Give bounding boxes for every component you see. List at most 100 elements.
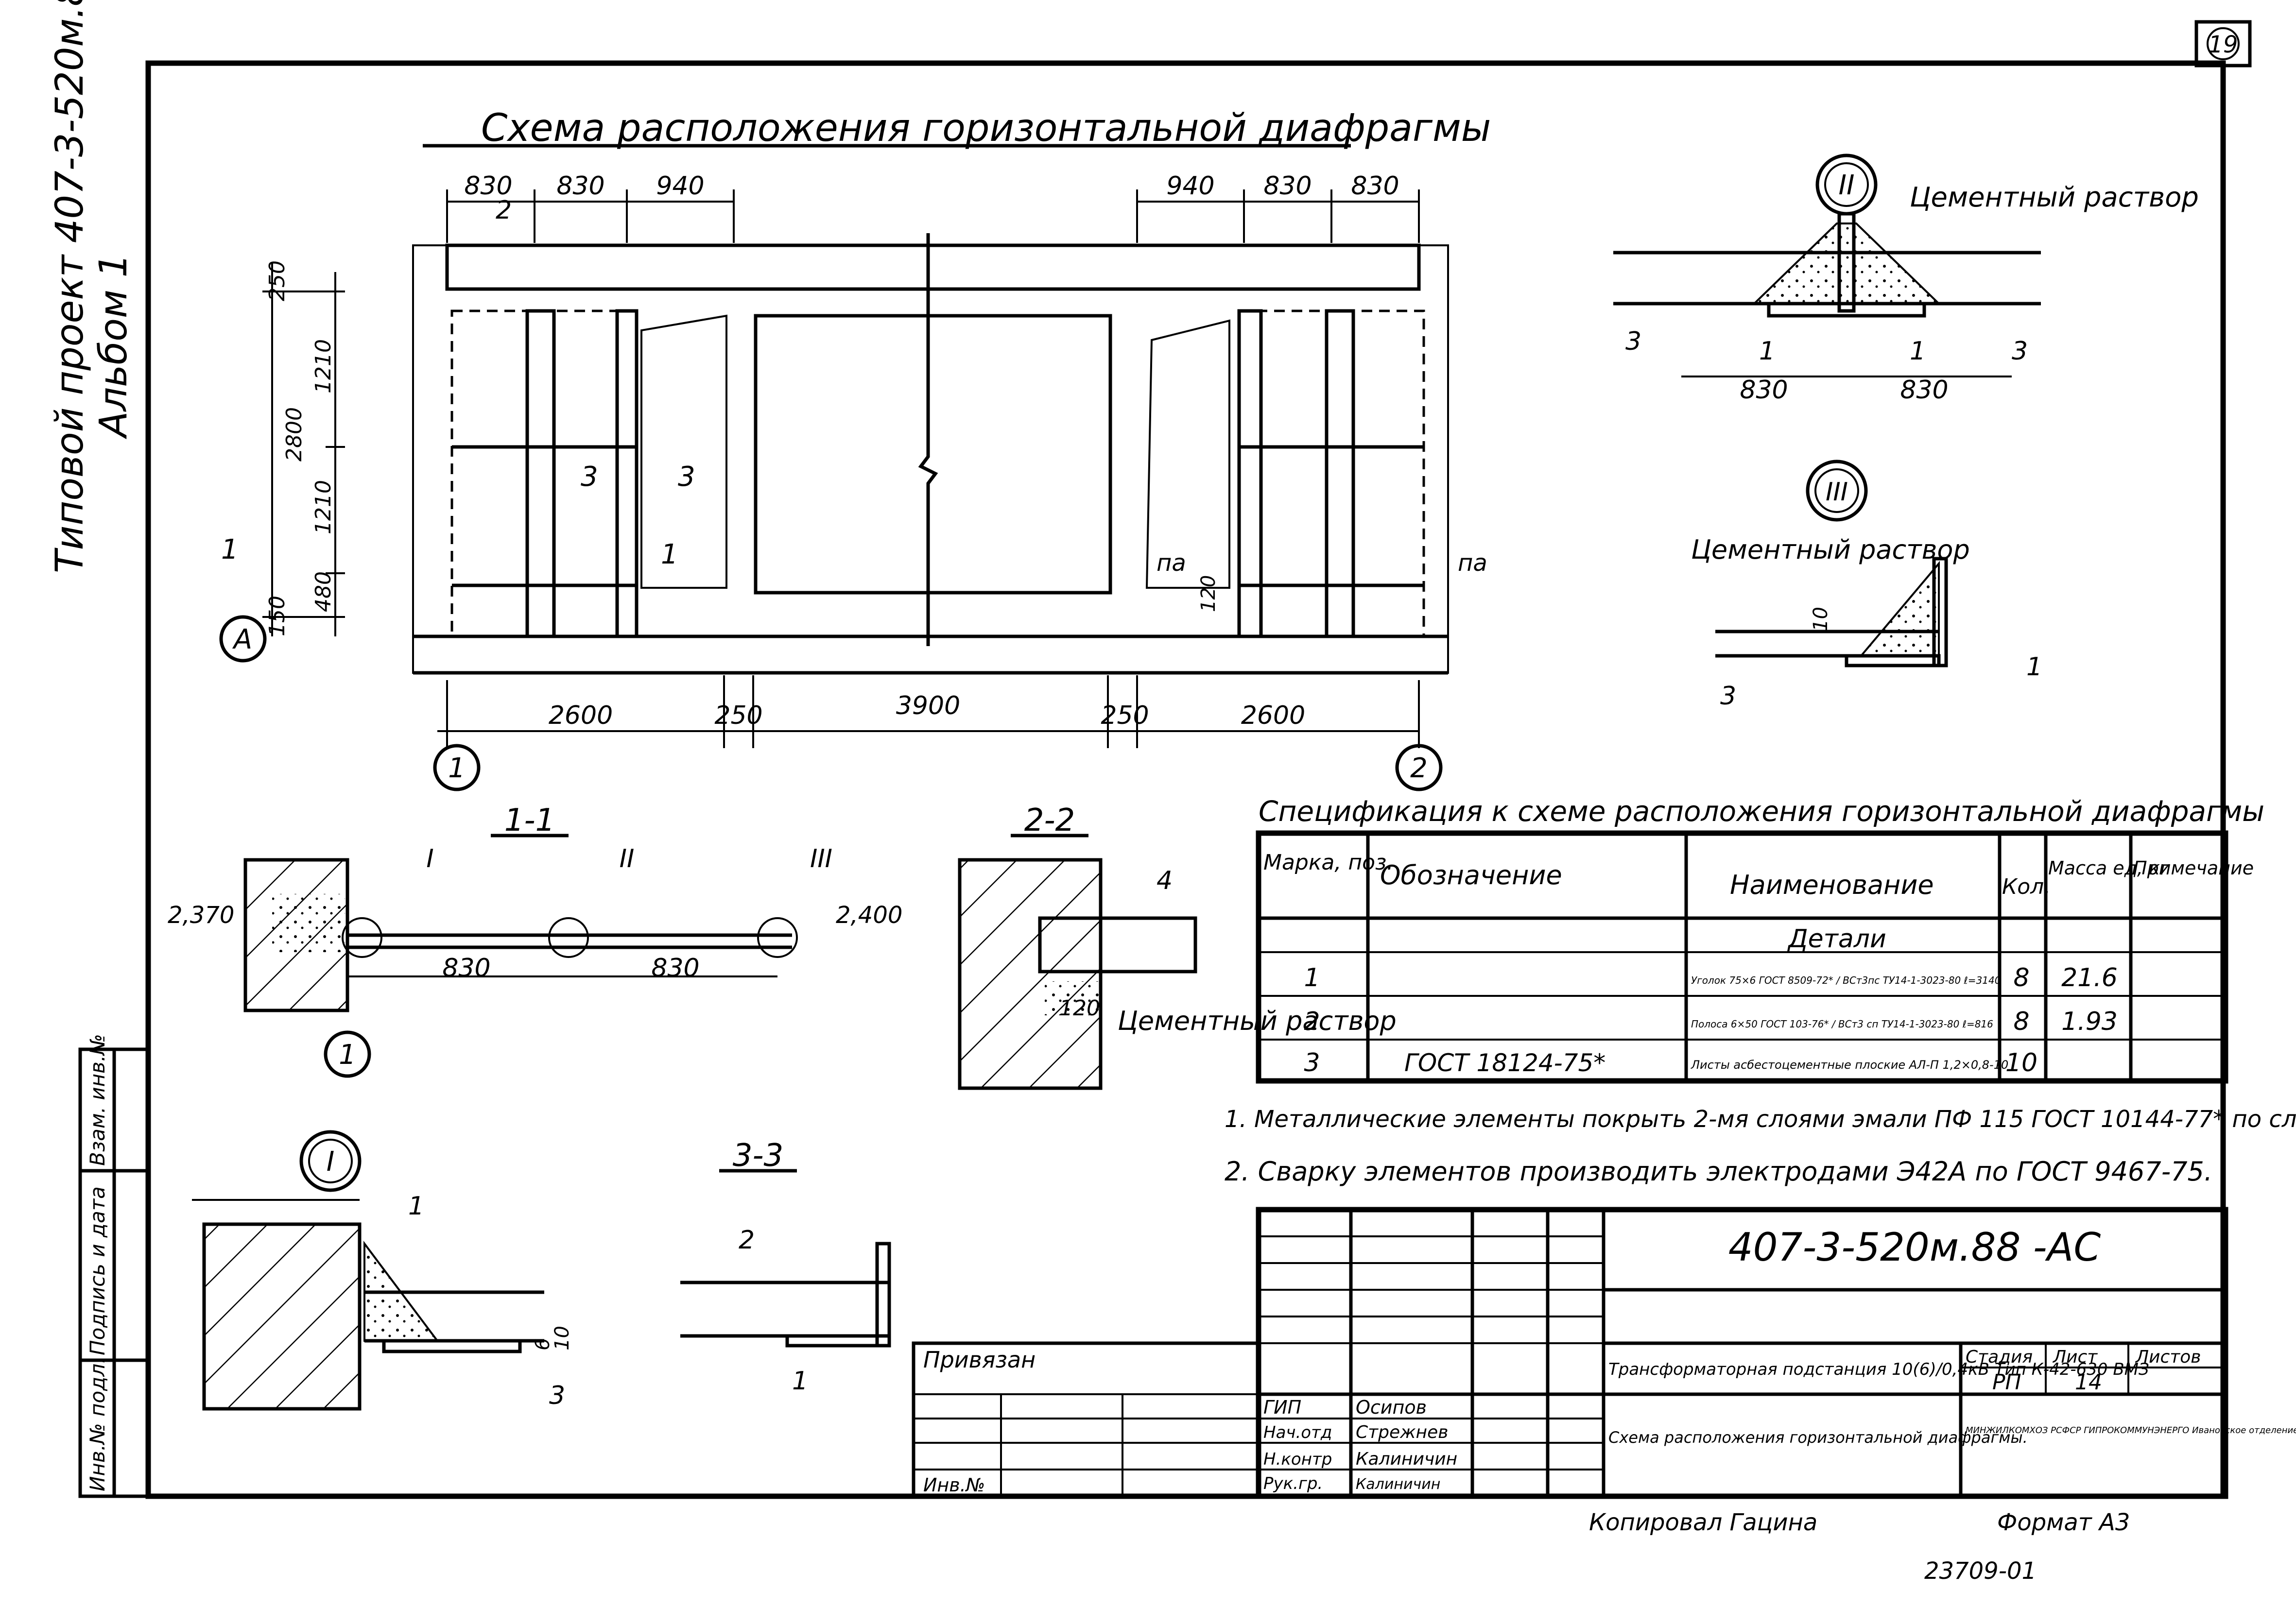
- svg-text:250: 250: [265, 260, 290, 301]
- svg-text:1: 1: [408, 1192, 424, 1221]
- side-label-album: Альбом 1: [92, 254, 136, 440]
- format: Формат А3: [1997, 1509, 2130, 1536]
- stamp-code: 407-3-520м.88 -АС: [1728, 1225, 2101, 1270]
- svg-text:2800: 2800: [282, 407, 307, 462]
- svg-text:1.93: 1.93: [2061, 1007, 2118, 1036]
- svg-text:8: 8: [2013, 963, 2029, 992]
- svg-text:Нач.отд: Нач.отд: [1263, 1423, 1332, 1442]
- svg-text:3: 3: [1625, 327, 1641, 356]
- svg-text:250: 250: [1101, 701, 1149, 730]
- side-label-project: Типовой проект 407-3-520м.88: [48, 0, 92, 573]
- plan-title: Схема расположения горизонтальной диафра…: [481, 106, 1491, 150]
- svg-text:1210: 1210: [311, 480, 336, 534]
- svg-text:10: 10: [551, 1326, 573, 1351]
- svg-text:10: 10: [2005, 1048, 2037, 1077]
- title-block: 407-3-520м.88 -АС Привязан Инв.№ ГИП Нач…: [912, 1207, 2296, 1499]
- svg-text:3: 3: [1720, 682, 1736, 711]
- svg-text:2: 2: [1410, 752, 1428, 784]
- detail-ii-top: II Цементный раствор 3 1 1 3 830 830: [1613, 154, 2199, 405]
- svg-text:Схема расположения горизонталь: Схема расположения горизонтальной диафра…: [1608, 1428, 2028, 1447]
- svg-text:Осипов: Осипов: [1356, 1397, 1427, 1418]
- svg-text:Наименование: Наименование: [1730, 870, 1934, 900]
- svg-text:6: 6: [532, 1338, 554, 1351]
- svg-text:830: 830: [1263, 171, 1312, 201]
- svg-text:2600: 2600: [1241, 701, 1305, 730]
- svg-text:830: 830: [1740, 376, 1788, 405]
- svg-text:Марка, поз.: Марка, поз.: [1263, 850, 1393, 875]
- svg-text:Листов: Листов: [2135, 1347, 2201, 1367]
- svg-text:4: 4: [1157, 866, 1173, 895]
- svg-text:8: 8: [2013, 1007, 2029, 1036]
- svg-text:250: 250: [714, 701, 762, 730]
- svg-text:940: 940: [1166, 171, 1214, 201]
- svg-text:1: 1: [661, 539, 678, 570]
- svg-text:3: 3: [1304, 1048, 1320, 1077]
- svg-text:3: 3: [2012, 337, 2028, 366]
- svg-text:830: 830: [651, 954, 699, 983]
- svg-text:14: 14: [2075, 1370, 2102, 1395]
- svg-text:Калиничин: Калиничин: [1356, 1449, 1457, 1469]
- svg-text:Стрежнев: Стрежнев: [1356, 1422, 1448, 1442]
- section-2-2: 2-2 4 120 Цементный раствор: [958, 803, 1397, 1090]
- detail-iii: III Цементный раствор 10 3 1: [1691, 460, 2042, 711]
- svg-text:ГИП: ГИП: [1263, 1397, 1301, 1418]
- svg-text:III: III: [810, 844, 832, 873]
- svg-text:МИНЖИЛКОМХОЗ РСФСР ГИПРОКОММУН: МИНЖИЛКОМХОЗ РСФСР ГИПРОКОММУНЭНЕРГО Ива…: [1966, 1425, 2296, 1436]
- svg-text:21.6: 21.6: [2061, 963, 2118, 992]
- svg-text:I: I: [327, 1146, 335, 1178]
- svg-text:па: па: [1458, 549, 1487, 577]
- svg-text:Полоса 6×50 ГОСТ 103-76* / ВСт: Полоса 6×50 ГОСТ 103-76* / ВСт3 сп ТУ14-…: [1691, 1018, 1993, 1030]
- svg-text:1: 1: [339, 1039, 356, 1071]
- svg-text:Уголок 75×6 ГОСТ 8509-72* / ВС: Уголок 75×6 ГОСТ 8509-72* / ВСт3пс ТУ14-…: [1691, 974, 2001, 986]
- svg-text:Привязан: Привязан: [923, 1347, 1036, 1373]
- svg-text:2: 2: [496, 196, 512, 225]
- detail-iii-label: Цементный раствор: [1691, 534, 1970, 565]
- svg-text:Инв.№: Инв.№: [923, 1474, 985, 1496]
- svg-text:2,370: 2,370: [168, 902, 234, 929]
- svg-text:830: 830: [556, 171, 604, 201]
- note-1: 1. Металлические элементы покрыть 2-мя с…: [1225, 1106, 2296, 1133]
- svg-text:830: 830: [1900, 376, 1948, 405]
- svg-text:па: па: [1157, 549, 1186, 577]
- svg-text:830: 830: [1351, 171, 1399, 201]
- section-3-3: 3-3 2 1: [680, 1138, 891, 1396]
- svg-text:10: 10: [1810, 607, 1832, 632]
- svg-text:830: 830: [464, 171, 512, 201]
- svg-text:Подпись и дата: Подпись и дата: [86, 1186, 109, 1355]
- archive-number: 23709-01: [1924, 1557, 2037, 1585]
- section-1-1: 1-1 I II III 2,370 2,400 830 830 1: [168, 803, 902, 1078]
- svg-text:1: 1: [792, 1367, 808, 1396]
- svg-text:3: 3: [549, 1381, 565, 1410]
- svg-text:2,400: 2,400: [836, 902, 902, 929]
- svg-text:Кол.: Кол.: [2002, 874, 2051, 899]
- svg-text:1: 1: [221, 534, 239, 565]
- svg-text:150: 150: [265, 596, 290, 636]
- svg-text:1: 1: [1759, 337, 1775, 366]
- note-2: 2. Сварку элементов производить электрод…: [1225, 1156, 2212, 1187]
- svg-text:120: 120: [1197, 575, 1220, 612]
- svg-text:940: 940: [656, 171, 704, 201]
- svg-text:120: 120: [1059, 996, 1100, 1021]
- svg-text:Цементный раствор: Цементный раствор: [1910, 182, 2199, 213]
- svg-text:Лист: Лист: [2052, 1347, 2098, 1367]
- svg-text:Трансформаторная подстанция 10: Трансформаторная подстанция 10(6)/0,4кВ …: [1608, 1360, 2149, 1379]
- specification-table: Спецификация к схеме расположения горизо…: [1256, 795, 2264, 1084]
- svg-text:I: I: [426, 844, 433, 873]
- svg-text:Примечание: Примечание: [2133, 857, 2254, 879]
- svg-text:II: II: [1838, 170, 1854, 201]
- svg-text:1: 1: [1304, 963, 1320, 992]
- copied-by: Копировал Гацина: [1589, 1509, 1817, 1536]
- plan-diagram: Схема расположения горизонтальной диафра…: [219, 106, 1491, 791]
- svg-text:Инв.№ подл.: Инв.№ подл.: [86, 1357, 109, 1491]
- svg-text:Взам. инв.№: Взам. инв.№: [86, 1034, 109, 1166]
- svg-text:Н.контр: Н.контр: [1263, 1450, 1332, 1469]
- svg-text:2600: 2600: [549, 701, 613, 730]
- svg-text:1-1: 1-1: [504, 803, 555, 838]
- spec-title: Спецификация к схеме расположения горизо…: [1259, 795, 2264, 828]
- svg-text:III: III: [1826, 478, 1848, 507]
- svg-text:3: 3: [678, 461, 695, 493]
- svg-text:ГОСТ 18124-75*: ГОСТ 18124-75*: [1404, 1049, 1605, 1077]
- svg-text:Калиничин: Калиничин: [1356, 1476, 1440, 1493]
- svg-text:Рук.гр.: Рук.гр.: [1263, 1474, 1323, 1493]
